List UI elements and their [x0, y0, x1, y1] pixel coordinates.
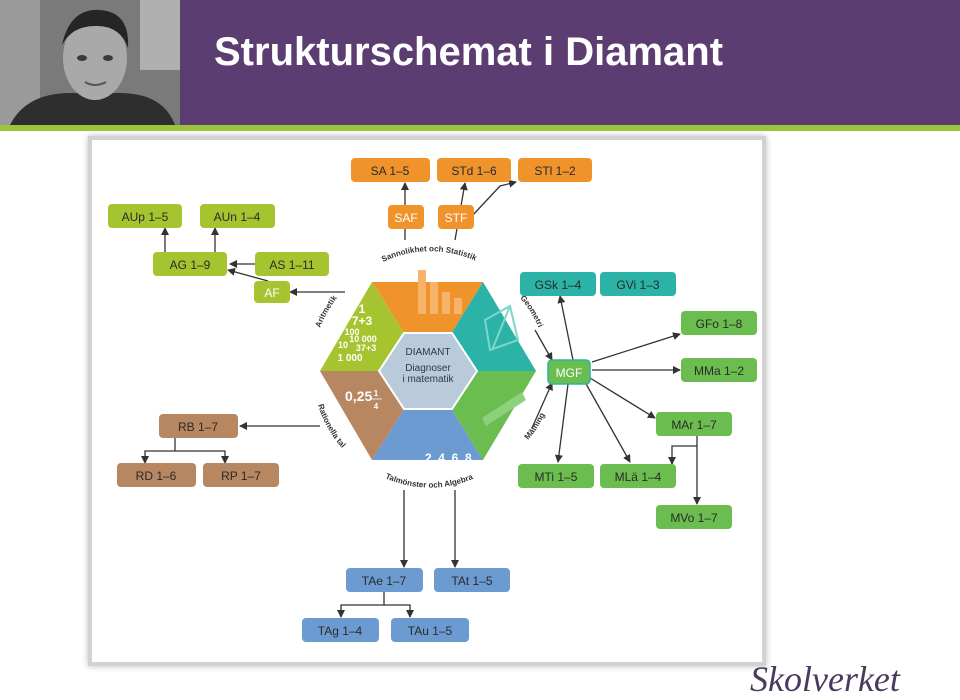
- rationella-fraction-num: 1: [374, 389, 379, 398]
- box-sti: [518, 158, 592, 182]
- center-title: DIAMANT: [406, 347, 451, 358]
- box-std: [437, 158, 511, 182]
- box-af: [254, 281, 290, 303]
- box-ag-label: AG 1–9: [170, 258, 211, 272]
- arrow-rb-rd: [141, 438, 176, 464]
- arrow-af-ag: [227, 267, 269, 282]
- box-rd-label: RD 1–6: [136, 469, 177, 483]
- arrow-mgf-gfo: [591, 332, 681, 363]
- diamant-wheel: [320, 270, 536, 460]
- box-rb-label: RB 1–7: [178, 420, 218, 434]
- box-mgf: [547, 359, 591, 385]
- portrait-image: [0, 0, 180, 125]
- box-as-label: AS 1–11: [269, 258, 314, 272]
- aritmetik-content-3: 100: [344, 327, 359, 337]
- rationella-content: 0,25: [345, 388, 372, 404]
- box-aun: [200, 204, 275, 228]
- rationella-fraction-den: 4: [374, 402, 379, 411]
- aritmetik-content-1: 1: [359, 302, 366, 316]
- box-rp-label: RP 1–7: [221, 469, 261, 483]
- arc-label-aritmetik: Aritmetik: [313, 293, 339, 329]
- box-mar-label: MAr 1–7: [671, 418, 717, 432]
- ruler-icon: [482, 392, 526, 426]
- arc-label-statistik: Sannolikhet och Statistik: [380, 244, 479, 264]
- aritmetik-content-7: 1 000: [337, 353, 362, 364]
- box-gvi-label: GVi 1–3: [616, 278, 659, 292]
- accent-bar: [0, 125, 960, 131]
- box-gsk: [520, 272, 596, 296]
- arrow-mgf-gsk: [557, 295, 574, 361]
- box-aup-label: AUp 1–5: [122, 210, 169, 224]
- box-mvo-label: MVo 1–7: [670, 511, 718, 525]
- connector-arrows: [141, 179, 701, 618]
- box-ag: [153, 252, 227, 276]
- presenter-photo: [0, 0, 180, 125]
- box-stf: [438, 205, 474, 229]
- bar-chart-icon: [418, 270, 462, 314]
- box-gfo-label: GFo 1–8: [696, 317, 743, 331]
- box-as: [255, 252, 329, 276]
- box-sa-label: SA 1–5: [371, 164, 410, 178]
- box-tat-label: TAt 1–5: [451, 574, 492, 588]
- arrow-stf-sti: [471, 179, 517, 217]
- arrow-to-mgf-bottom: [531, 382, 553, 429]
- box-mla: [600, 464, 676, 488]
- aritmetik-content-5: 10: [338, 340, 348, 350]
- box-rp: [203, 463, 279, 487]
- algebra-content: 2, 4, 6, 8,: [425, 451, 475, 465]
- aritmetik-content-2: 7+3: [352, 314, 373, 328]
- box-tag: [302, 618, 379, 642]
- arrow-to-mgf-top: [534, 329, 553, 361]
- box-gfo: [681, 311, 757, 335]
- box-sa: [351, 158, 430, 182]
- arrow-tae-tau: [384, 604, 414, 618]
- arrow-mgf-mti: [554, 383, 569, 463]
- aritmetik-content-6: 37+3: [356, 343, 376, 353]
- box-tat: [434, 568, 510, 592]
- arc-label-matning: Mätning: [523, 411, 547, 441]
- box-rd: [117, 463, 196, 487]
- slide-title: Strukturschemat i Diamant: [214, 30, 724, 74]
- box-gsk-label: GSk 1–4: [535, 278, 582, 292]
- box-tae: [346, 568, 423, 592]
- center-subtitle-1: Diagnoser: [405, 363, 451, 374]
- center-subtitle-2: i matematik: [402, 374, 454, 385]
- arrow-mgf-mar: [589, 377, 656, 419]
- segment-algebra: [372, 371, 483, 460]
- box-mvo: [656, 505, 732, 529]
- box-std-label: STd 1–6: [451, 164, 497, 178]
- arrow-mgf-mla: [584, 381, 631, 463]
- arrow-mar-mla: [668, 445, 697, 465]
- box-af-label: AF: [264, 286, 279, 300]
- box-stf-label: STF: [445, 211, 468, 225]
- box-tau: [391, 618, 469, 642]
- arc-label-geometri: Geometri: [518, 294, 544, 329]
- arc-label-algebra: Talmönster och Algebra: [384, 472, 474, 490]
- geometry-shape-icon: [483, 304, 520, 352]
- box-saf: [388, 205, 424, 229]
- box-mma: [681, 358, 757, 382]
- box-tag-label: TAg 1–4: [318, 624, 363, 638]
- box-tau-label: TAu 1–5: [408, 624, 453, 638]
- box-mar: [656, 412, 732, 436]
- box-mti-label: MTi 1–5: [535, 470, 578, 484]
- skolverket-logo: Skolverket: [750, 659, 900, 699]
- header-banner: Strukturschemat i Diamant: [0, 0, 960, 125]
- box-mma-label: MMa 1–2: [694, 364, 744, 378]
- aritmetik-content-4: 10 000: [349, 334, 377, 344]
- box-mgf-label: MGF: [556, 366, 583, 380]
- arrow-tae-tag: [337, 592, 385, 618]
- box-mti: [518, 464, 594, 488]
- box-aun-label: AUn 1–4: [214, 210, 261, 224]
- box-rb: [159, 414, 238, 438]
- box-gvi: [600, 272, 676, 296]
- center-hexagon: [377, 332, 479, 410]
- arrow-rb-rp: [175, 450, 229, 464]
- box-mla-label: MLä 1–4: [615, 470, 662, 484]
- box-aup: [108, 204, 182, 228]
- box-saf-label: SAF: [394, 211, 417, 225]
- box-tae-label: TAe 1–7: [362, 574, 407, 588]
- box-sti-label: STl 1–2: [534, 164, 576, 178]
